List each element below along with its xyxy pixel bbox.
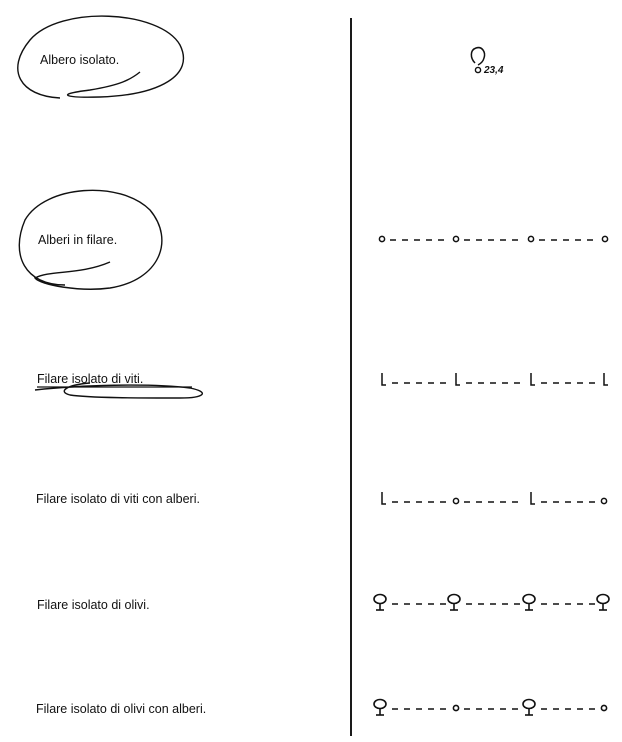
circle-mark-3 bbox=[527, 235, 535, 243]
circle-mark-b bbox=[600, 497, 608, 505]
olive-mark-3 bbox=[522, 593, 536, 611]
tree-value: 23,4 bbox=[484, 65, 504, 76]
olives-circles-row-symbol bbox=[373, 698, 608, 716]
olive-mark-1 bbox=[373, 593, 387, 611]
circle-mark-2 bbox=[452, 235, 460, 243]
circle-mark-d bbox=[600, 704, 608, 712]
label-filare-olivi: Filare isolato di olivi. bbox=[37, 598, 150, 612]
label-filare-viti-alberi: Filare isolato di viti con alberi. bbox=[36, 492, 200, 506]
vine-mark-4 bbox=[603, 373, 608, 386]
olive-mark-a bbox=[373, 698, 387, 716]
vines-row-symbol bbox=[381, 373, 608, 386]
vine-mark-1 bbox=[381, 373, 386, 386]
vine-mark-2 bbox=[455, 373, 460, 386]
circle-mark-a bbox=[452, 497, 460, 505]
olives-row-symbol bbox=[373, 593, 610, 611]
vine-mark-b bbox=[530, 492, 535, 505]
circles-row-symbol bbox=[378, 235, 609, 243]
label-filare-olivi-alberi: Filare isolato di olivi con alberi. bbox=[36, 702, 207, 716]
tree-symbol-icon bbox=[470, 46, 486, 74]
circle-mark-1 bbox=[378, 235, 386, 243]
olive-mark-b bbox=[522, 698, 536, 716]
circle-mark-c bbox=[452, 704, 460, 712]
vines-circles-row-symbol bbox=[381, 492, 608, 505]
vine-mark-a bbox=[381, 492, 386, 505]
vine-mark-3 bbox=[530, 373, 535, 386]
column-divider bbox=[350, 18, 352, 736]
olive-mark-4 bbox=[596, 593, 610, 611]
olive-mark-2 bbox=[447, 593, 461, 611]
circle-mark-4 bbox=[601, 235, 609, 243]
